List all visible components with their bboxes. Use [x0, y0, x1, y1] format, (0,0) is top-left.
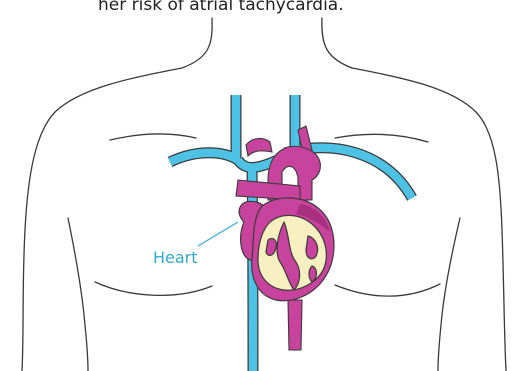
neck-right-line	[322, 18, 352, 68]
pulmonary-trunk	[236, 180, 300, 200]
neck-left-line	[182, 18, 212, 68]
right-arm-inner-line	[438, 218, 460, 371]
right-clavicle-line	[335, 134, 428, 142]
right-shoulder-line	[352, 68, 506, 371]
left-clavicle-line	[110, 134, 196, 140]
descending-aorta	[288, 300, 302, 350]
right-chest-line	[335, 284, 440, 296]
left-shoulder-line	[22, 68, 182, 371]
heart-label-leader	[198, 222, 238, 246]
left-carotid-stub	[246, 138, 272, 156]
left-arm-inner-line	[68, 218, 88, 371]
heart-label: Heart	[153, 248, 198, 267]
left-chest-line	[95, 282, 212, 295]
